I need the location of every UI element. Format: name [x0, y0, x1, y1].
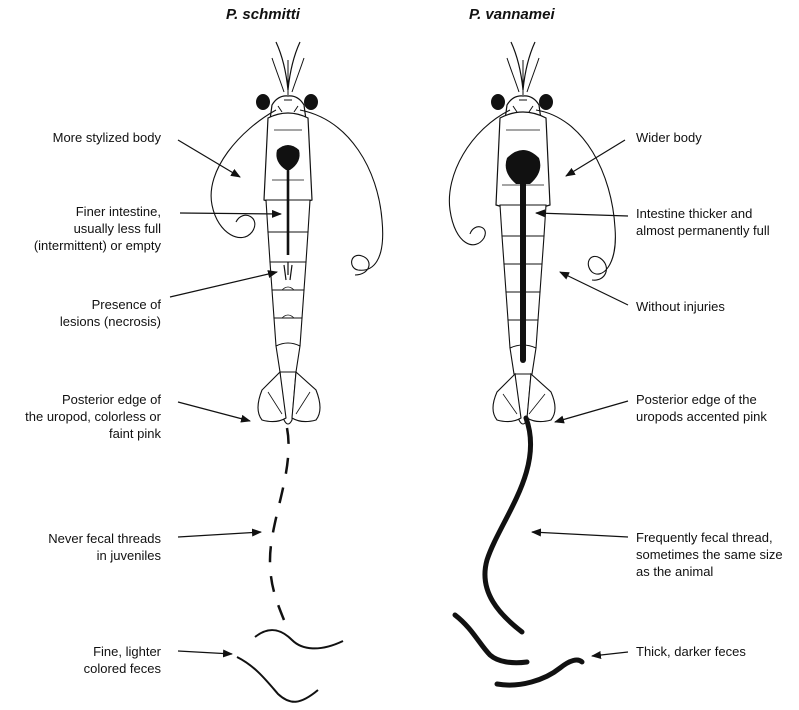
label-frequent-fecal-thread: Frequently fecal thread, sometimes the s… [636, 529, 783, 580]
label-line: usually less full [34, 220, 161, 237]
label-line: More stylized body [53, 129, 161, 146]
label-line: lesions (necrosis) [60, 313, 161, 330]
label-fine-feces: Fine, lighter colored feces [84, 643, 161, 677]
label-line: in juveniles [48, 547, 161, 564]
label-stylized-body: More stylized body [53, 129, 161, 146]
label-line: as the animal [636, 563, 783, 580]
label-line: Without injuries [636, 298, 725, 315]
label-line: almost permanently full [636, 222, 770, 239]
label-finer-intestine: Finer intestine, usually less full (inte… [34, 203, 161, 254]
label-line: Presence of [60, 296, 161, 313]
label-uropod-right: Posterior edge of the uropods accented p… [636, 391, 767, 425]
shrimp-right [449, 42, 615, 685]
label-line: Fine, lighter [84, 643, 161, 660]
label-wider-body: Wider body [636, 129, 702, 146]
shrimp-left [211, 42, 383, 702]
label-never-fecal-threads: Never fecal threads in juveniles [48, 530, 161, 564]
label-intestine-thicker: Intestine thicker and almost permanently… [636, 205, 770, 239]
label-line: sometimes the same size [636, 546, 783, 563]
label-line: the uropod, colorless or [25, 408, 161, 425]
label-line: (intermittent) or empty [34, 237, 161, 254]
label-line: Never fecal threads [48, 530, 161, 547]
label-line: Posterior edge of the [636, 391, 767, 408]
label-line: Wider body [636, 129, 702, 146]
label-without-injuries: Without injuries [636, 298, 725, 315]
label-line: colored feces [84, 660, 161, 677]
label-thick-feces: Thick, darker feces [636, 643, 746, 660]
label-uropod-left: Posterior edge of the uropod, colorless … [25, 391, 161, 442]
label-line: Frequently fecal thread, [636, 529, 783, 546]
label-line: Thick, darker feces [636, 643, 746, 660]
label-lesions: Presence of lesions (necrosis) [60, 296, 161, 330]
label-line: faint pink [25, 425, 161, 442]
label-line: Finer intestine, [34, 203, 161, 220]
label-line: Intestine thicker and [636, 205, 770, 222]
label-line: Posterior edge of [25, 391, 161, 408]
label-line: uropods accented pink [636, 408, 767, 425]
